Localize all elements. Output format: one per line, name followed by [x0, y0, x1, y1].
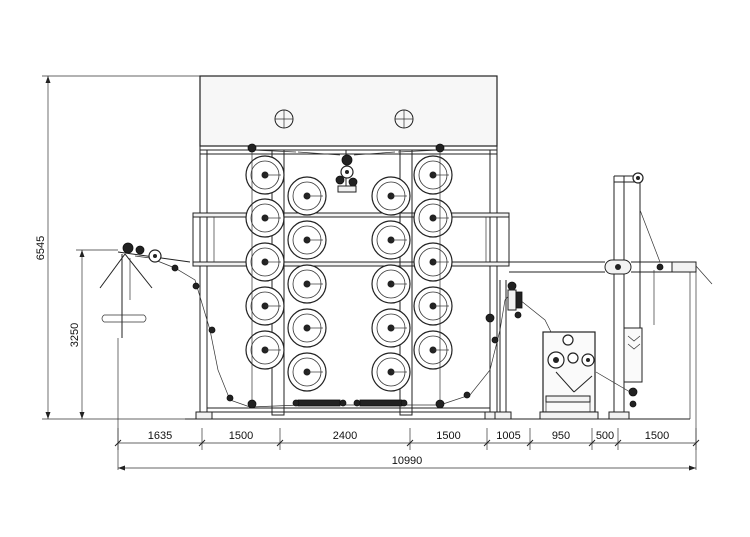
dimension-label: 1500	[229, 430, 253, 442]
dimension-label: 500	[596, 430, 614, 442]
working-height-label: 3250	[69, 323, 81, 347]
drying-cylinder	[413, 155, 453, 195]
guide-rollers	[171, 143, 471, 409]
drying-cylinder	[245, 242, 285, 282]
drying-cylinder	[371, 220, 411, 260]
overall-width-label: 10990	[392, 455, 423, 467]
dimension-label: 1500	[645, 430, 669, 442]
main-frame	[192, 146, 510, 420]
overall-height-label: 6545	[35, 236, 47, 260]
drying-cylinders	[245, 155, 453, 392]
overall-width-dimension: 10990	[118, 455, 696, 471]
drying-cylinder	[413, 330, 453, 370]
dimension-label: 1500	[436, 430, 460, 442]
dimension-tick-mark	[483, 439, 491, 447]
drying-cylinder	[413, 242, 453, 282]
dimension-tick-mark	[114, 439, 122, 447]
dimension-label: 2400	[333, 430, 357, 442]
dimension-label: 1635	[148, 430, 172, 442]
drying-cylinder	[371, 176, 411, 216]
drying-cylinder	[371, 308, 411, 348]
dimension-tick-mark	[276, 439, 284, 447]
dimension-tick-mark	[692, 439, 700, 447]
drying-cylinder	[287, 176, 327, 216]
dimension-label: 1005	[496, 430, 520, 442]
center-guide-assembly	[297, 150, 396, 193]
drying-cylinder	[245, 198, 285, 238]
top-housing	[199, 75, 498, 147]
dimension-tick-mark	[406, 439, 414, 447]
drying-cylinder	[371, 352, 411, 392]
outfeed-units	[485, 172, 713, 470]
drying-cylinder	[287, 352, 327, 392]
drying-cylinder	[287, 220, 327, 260]
horizontal-dimension-chain: 1635 1500 2400 1500 1005 950 500 1500	[114, 428, 700, 450]
infeed-unit	[99, 242, 191, 470]
drying-cylinder	[245, 330, 285, 370]
dimension-tick-mark	[588, 439, 596, 447]
drying-cylinder	[413, 198, 453, 238]
drying-cylinder	[371, 264, 411, 304]
drying-cylinder	[413, 286, 453, 326]
vertical-dimension-overall: 6545	[35, 75, 200, 420]
bottom-drive-units	[292, 399, 408, 407]
dimension-tick-mark	[526, 439, 534, 447]
drying-cylinder	[287, 308, 327, 348]
vertical-dimension-working: 3250	[69, 249, 118, 419]
drying-cylinder	[287, 264, 327, 304]
drying-cylinder	[245, 155, 285, 195]
dimension-tick-mark	[614, 439, 622, 447]
drying-cylinder	[245, 286, 285, 326]
dimension-tick-mark	[198, 439, 206, 447]
dimension-label: 950	[552, 430, 570, 442]
